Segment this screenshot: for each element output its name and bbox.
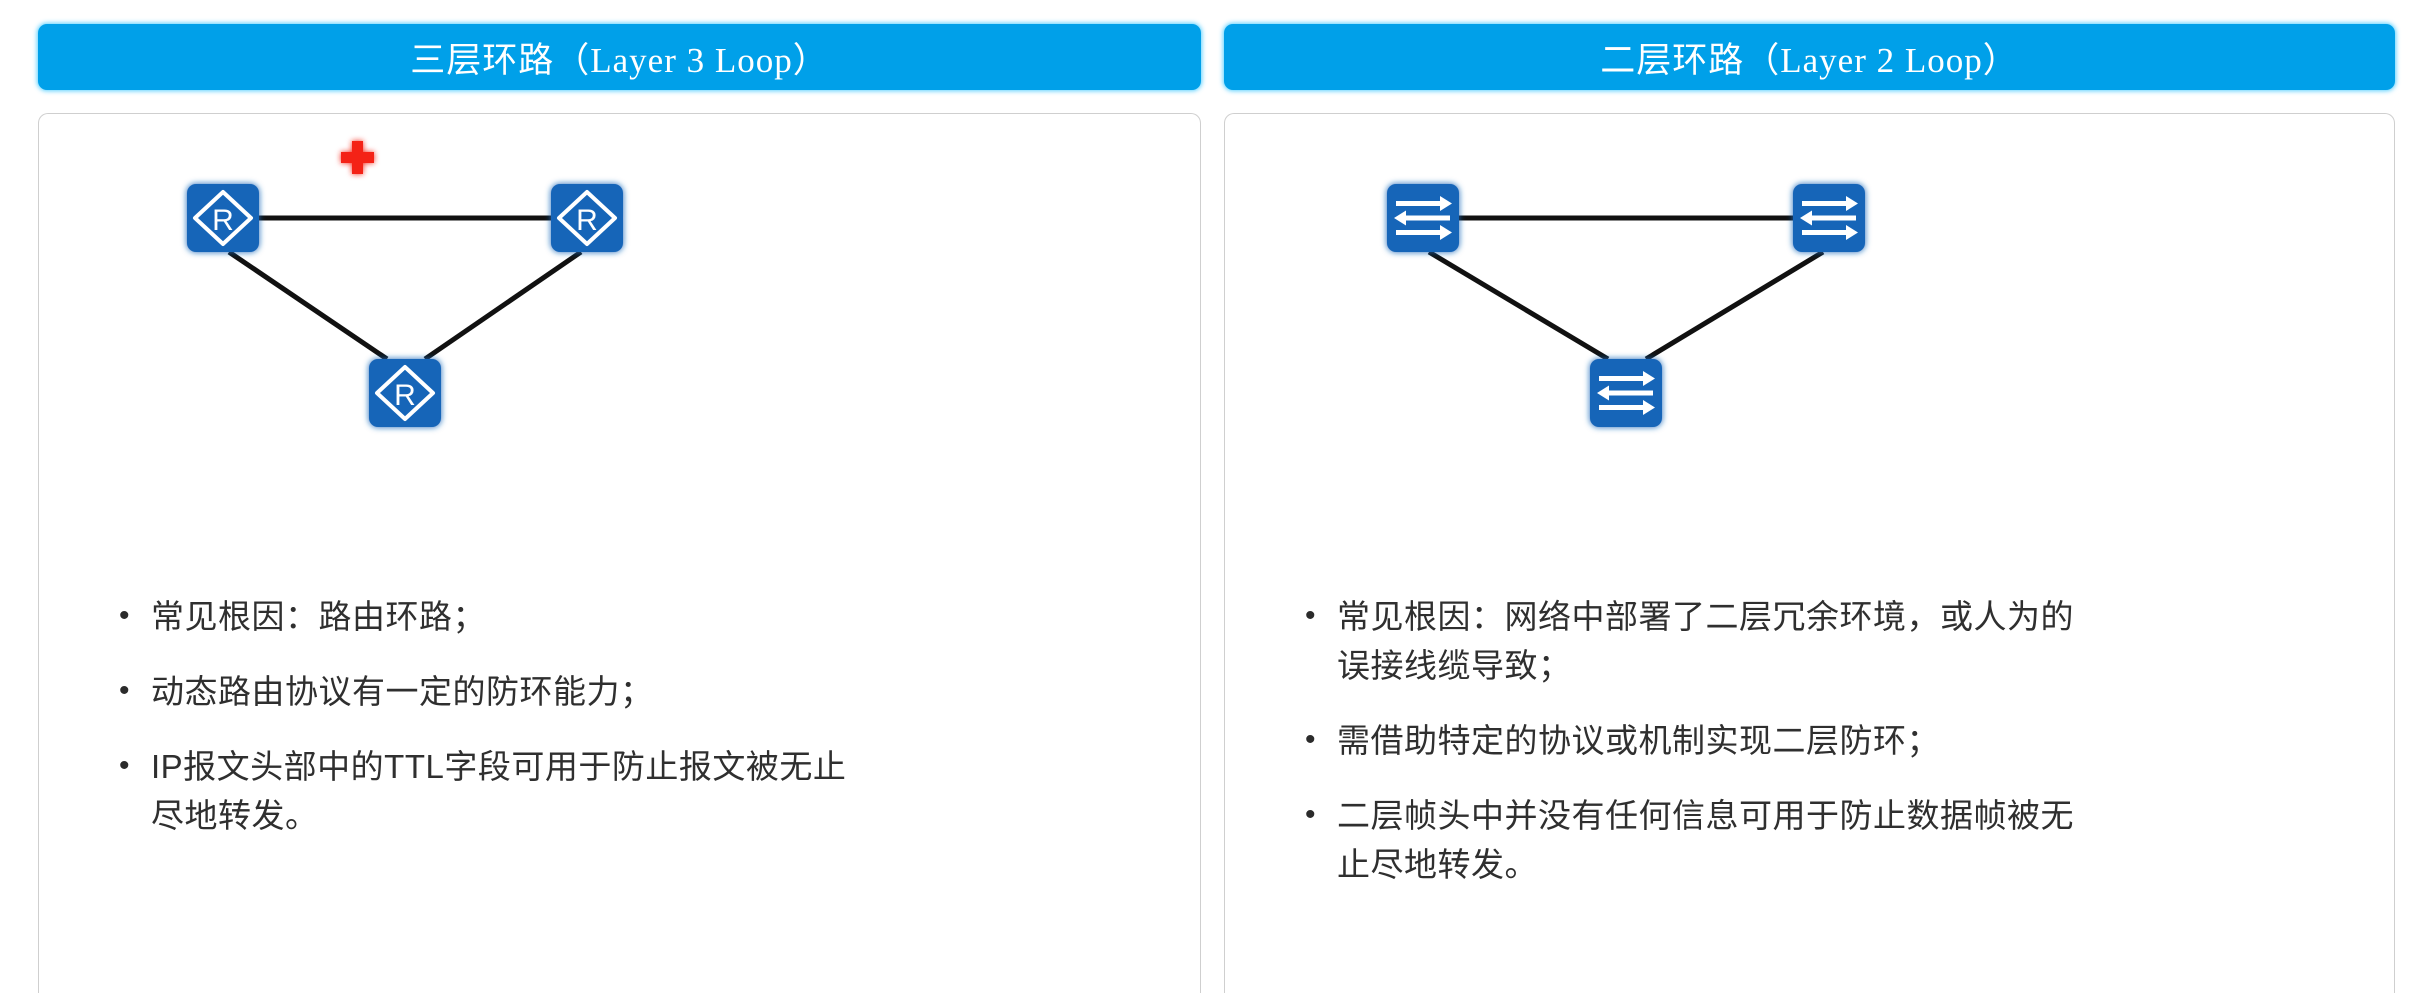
- router-bottom-icon: [367, 357, 443, 429]
- diagram-layer3-topology: R: [39, 114, 1200, 574]
- list-item: • 动态路由协议有一定的防环能力；: [111, 667, 1158, 716]
- diagram-layer2-topology: [1225, 114, 2394, 574]
- switch-bottom-icon: [1590, 359, 1662, 427]
- bullet-marker: •: [119, 599, 130, 632]
- bullet-list-layer3: • 常见根因：路由环路； • 动态路由协议有一定的防环能力； • IP报文头部中…: [111, 592, 1158, 866]
- list-item: • IP报文头部中的TTL字段可用于防止报文被无止尽地转发。: [111, 742, 1158, 840]
- panel-body-layer2: • 常见根因：网络中部署了二层冗余环境，或人为的误接线缆导致； • 需借助特定的…: [1224, 113, 2395, 993]
- bullet-marker: •: [1305, 798, 1316, 831]
- bullet-text: 动态路由协议有一定的防环能力；: [151, 673, 654, 710]
- bullet-marker: •: [1305, 723, 1316, 756]
- panel-layer2-loop: 二层环路（Layer 2 Loop）: [1224, 0, 2395, 993]
- fault-cross-icon: [341, 141, 374, 174]
- links-group-layer3: [227, 215, 583, 362]
- switch-top-right-icon: [1793, 184, 1865, 252]
- list-item: • 常见根因：网络中部署了二层冗余环境，或人为的误接线缆导致；: [1297, 592, 2352, 690]
- bullet-marker: •: [1305, 599, 1316, 632]
- panel-layer3-loop: 三层环路（Layer 3 Loop）: [38, 0, 1201, 993]
- panel-body-layer3: R: [38, 113, 1201, 993]
- links-group-layer2: [1427, 215, 1825, 362]
- list-item: • 常见根因：路由环路；: [111, 592, 1158, 641]
- bullet-text: 二层帧头中并没有任何信息可用于防止数据帧被无止尽地转发。: [1337, 797, 2074, 883]
- panel-title-layer3: 三层环路（Layer 3 Loop）: [410, 40, 829, 80]
- panel-header-layer2: 二层环路（Layer 2 Loop）: [1224, 24, 2395, 90]
- panel-title-layer2: 二层环路（Layer 2 Loop）: [1600, 40, 2019, 80]
- bullet-text: 常见根因：路由环路；: [151, 598, 486, 635]
- bullet-marker: •: [119, 674, 130, 707]
- router-top-left-icon: [185, 182, 261, 254]
- bullet-text: IP报文头部中的TTL字段可用于防止报文被无止尽地转发。: [151, 748, 847, 834]
- list-item: • 二层帧头中并没有任何信息可用于防止数据帧被无止尽地转发。: [1297, 791, 2352, 889]
- bullet-text: 常见根因：网络中部署了二层冗余环境，或人为的误接线缆导致；: [1337, 598, 2074, 684]
- bullet-text: 需借助特定的协议或机制实现二层防环；: [1337, 722, 1940, 759]
- panel-header-layer3: 三层环路（Layer 3 Loop）: [38, 24, 1201, 90]
- router-top-right-icon: [549, 182, 625, 254]
- bullet-marker: •: [119, 749, 130, 782]
- bullet-list-layer2: • 常见根因：网络中部署了二层冗余环境，或人为的误接线缆导致； • 需借助特定的…: [1297, 592, 2352, 915]
- list-item: • 需借助特定的协议或机制实现二层防环；: [1297, 716, 2352, 765]
- switch-top-left-icon: [1387, 184, 1459, 252]
